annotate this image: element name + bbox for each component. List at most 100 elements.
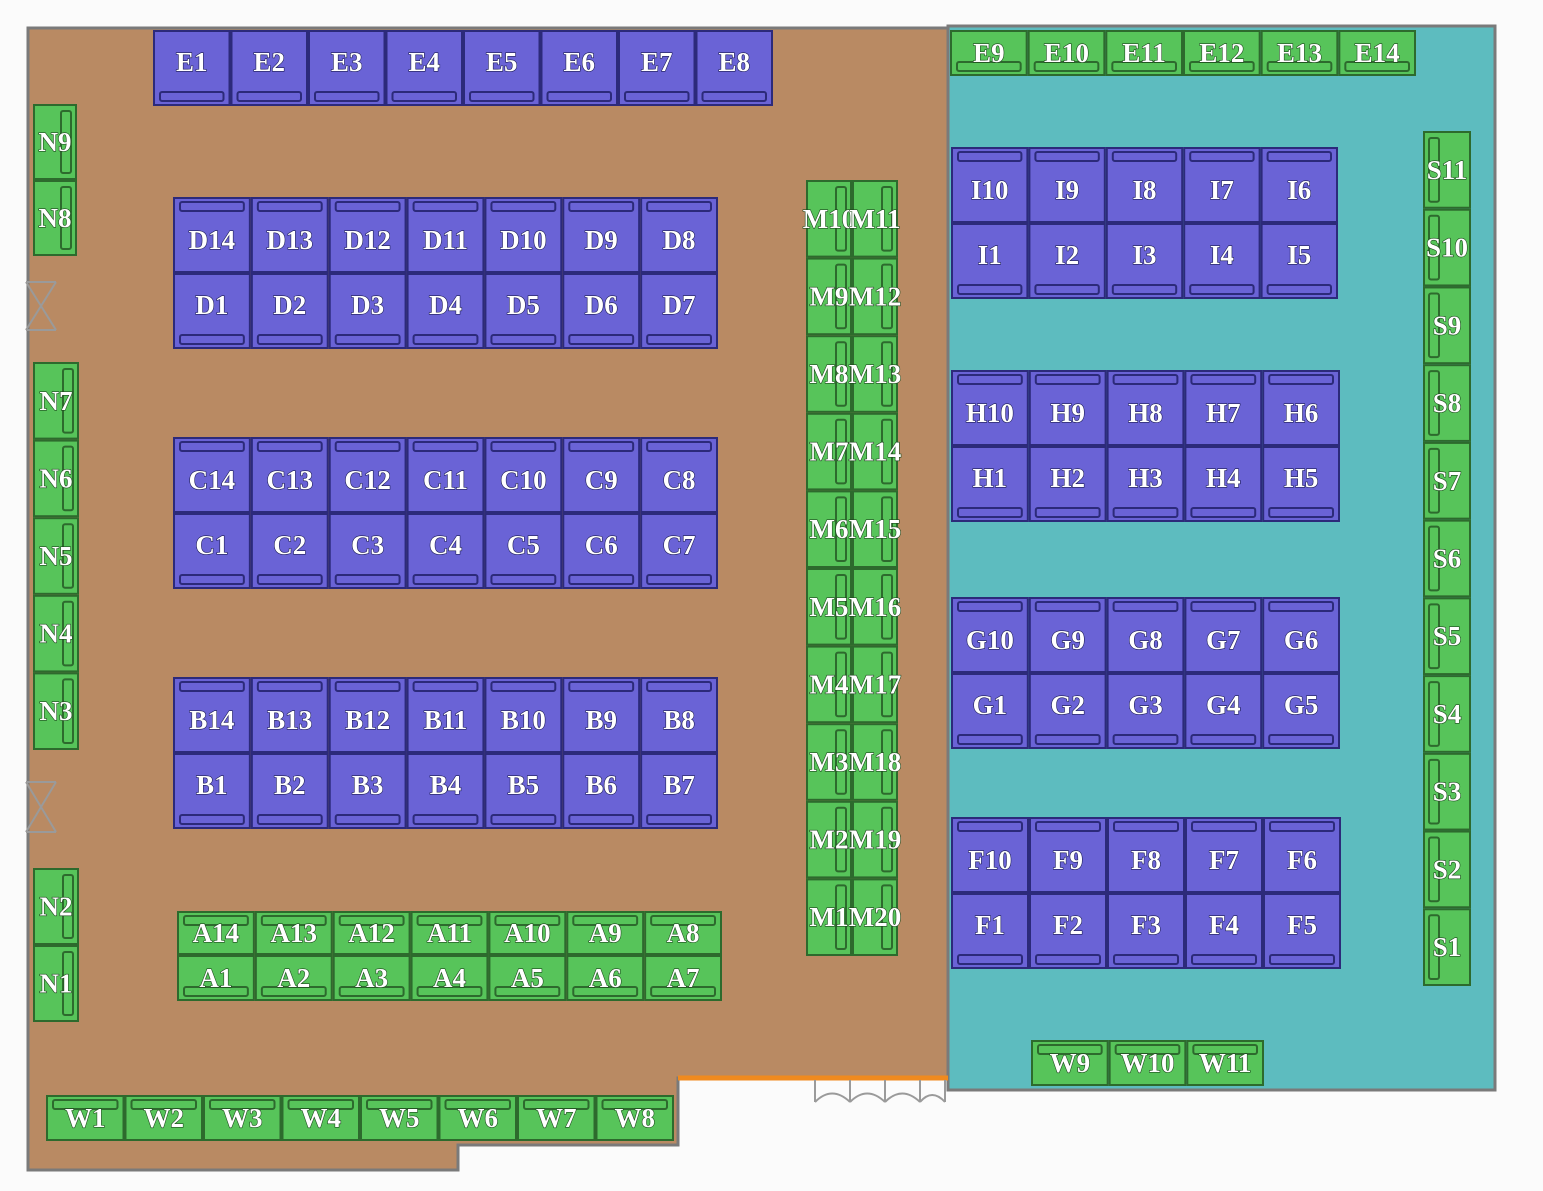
booth-h4[interactable]: H4 [1184,446,1263,522]
booth-i5[interactable]: I5 [1260,223,1338,299]
booth-b5[interactable]: B5 [484,753,563,829]
booth-b6[interactable]: B6 [562,753,641,829]
booth-s4[interactable]: S4 [1423,675,1471,753]
booth-n6[interactable]: N6 [33,439,79,518]
booth-g9[interactable]: G9 [1028,597,1107,673]
booth-d9[interactable]: D9 [562,197,641,273]
booth-f10[interactable]: F10 [951,817,1029,893]
booth-g4[interactable]: G4 [1184,673,1263,749]
booth-f9[interactable]: F9 [1029,817,1107,893]
booth-e1[interactable]: E1 [153,30,231,106]
booth-n4[interactable]: N4 [33,594,79,673]
booth-b7[interactable]: B7 [640,753,719,829]
booth-h1[interactable]: H1 [951,446,1029,522]
booth-c12[interactable]: C12 [328,437,407,513]
booth-e2[interactable]: E2 [230,30,308,106]
booth-m7[interactable]: M7 [806,412,852,491]
booth-d13[interactable]: D13 [250,197,329,273]
booth-i8[interactable]: I8 [1105,147,1184,223]
booth-w6[interactable]: W6 [438,1095,517,1141]
booth-d10[interactable]: D10 [484,197,563,273]
booth-b8[interactable]: B8 [640,677,719,753]
booth-m17[interactable]: M17 [848,645,902,724]
booth-f6[interactable]: F6 [1263,817,1341,893]
booth-c7[interactable]: C7 [640,513,719,589]
booth-d7[interactable]: D7 [640,273,719,349]
booth-h5[interactable]: H5 [1262,446,1340,522]
booth-h8[interactable]: H8 [1106,370,1185,446]
booth-w11[interactable]: W11 [1186,1040,1265,1086]
booth-m9[interactable]: M9 [806,257,852,336]
booth-i10[interactable]: I10 [951,147,1029,223]
booth-f5[interactable]: F5 [1263,893,1341,969]
booth-b11[interactable]: B11 [406,677,485,753]
booth-i7[interactable]: I7 [1183,147,1261,223]
booth-g5[interactable]: G5 [1262,673,1340,749]
booth-g8[interactable]: G8 [1106,597,1185,673]
booth-c11[interactable]: C11 [406,437,485,513]
booth-m11[interactable]: M11 [849,180,901,258]
booth-d4[interactable]: D4 [406,273,485,349]
booth-e12[interactable]: E12 [1183,30,1261,76]
booth-s10[interactable]: S10 [1423,208,1471,287]
booth-m1[interactable]: M1 [806,878,852,957]
booth-h7[interactable]: H7 [1184,370,1263,446]
booth-c5[interactable]: C5 [484,513,563,589]
booth-m13[interactable]: M13 [848,335,902,413]
booth-b4[interactable]: B4 [406,753,485,829]
booth-m5[interactable]: M5 [806,568,852,646]
booth-f7[interactable]: F7 [1185,817,1263,893]
booth-e13[interactable]: E13 [1260,30,1339,76]
booth-n3[interactable]: N3 [33,672,79,751]
booth-i3[interactable]: I3 [1105,223,1184,299]
booth-m4[interactable]: M4 [806,645,852,724]
booth-a12[interactable]: A12 [332,911,411,955]
booth-f1[interactable]: F1 [951,893,1029,969]
booth-s5[interactable]: S5 [1423,597,1471,676]
booth-g10[interactable]: G10 [951,597,1029,673]
booth-m18[interactable]: M18 [848,723,902,801]
booth-s7[interactable]: S7 [1423,441,1471,520]
booth-c13[interactable]: C13 [250,437,329,513]
booth-m12[interactable]: M12 [848,257,902,336]
booth-d3[interactable]: D3 [328,273,407,349]
booth-f8[interactable]: F8 [1107,817,1185,893]
booth-b9[interactable]: B9 [562,677,641,753]
booth-d5[interactable]: D5 [484,273,563,349]
booth-d6[interactable]: D6 [562,273,641,349]
booth-n8[interactable]: N8 [33,180,77,256]
booth-c8[interactable]: C8 [640,437,719,513]
booth-m14[interactable]: M14 [848,412,902,491]
booth-h3[interactable]: H3 [1106,446,1185,522]
booth-e11[interactable]: E11 [1105,30,1184,76]
booth-d12[interactable]: D12 [328,197,407,273]
booth-e10[interactable]: E10 [1027,30,1106,76]
booth-a3[interactable]: A3 [332,955,411,1001]
booth-d14[interactable]: D14 [173,197,251,273]
booth-s8[interactable]: S8 [1423,364,1471,442]
booth-w9[interactable]: W9 [1031,1040,1109,1086]
booth-b2[interactable]: B2 [250,753,329,829]
booth-b12[interactable]: B12 [328,677,407,753]
booth-s9[interactable]: S9 [1423,286,1471,365]
booth-f4[interactable]: F4 [1185,893,1263,969]
booth-c4[interactable]: C4 [406,513,485,589]
booth-h9[interactable]: H9 [1028,370,1107,446]
booth-e6[interactable]: E6 [540,30,618,106]
booth-m8[interactable]: M8 [806,335,852,413]
booth-g3[interactable]: G3 [1106,673,1185,749]
booth-s3[interactable]: S3 [1423,752,1471,831]
booth-h6[interactable]: H6 [1262,370,1340,446]
booth-h10[interactable]: H10 [951,370,1029,446]
booth-i1[interactable]: I1 [951,223,1029,299]
booth-g7[interactable]: G7 [1184,597,1263,673]
booth-c1[interactable]: C1 [173,513,251,589]
booth-e8[interactable]: E8 [695,30,773,106]
booth-m15[interactable]: M15 [848,490,902,568]
booth-c14[interactable]: C14 [173,437,251,513]
booth-a1[interactable]: A1 [177,955,255,1001]
booth-a2[interactable]: A2 [254,955,333,1001]
booth-n2[interactable]: N2 [33,868,79,945]
booth-c10[interactable]: C10 [484,437,563,513]
booth-s2[interactable]: S2 [1423,830,1471,909]
